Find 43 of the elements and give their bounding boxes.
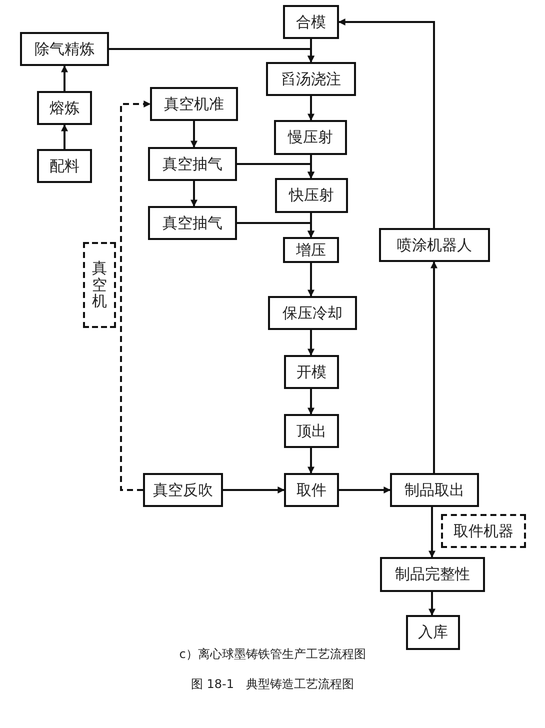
- process-box: 真空机准: [150, 87, 238, 121]
- arrow: [428, 592, 436, 616]
- process-box: 快压射: [275, 178, 348, 213]
- equipment-box: 取件机器: [441, 514, 526, 548]
- process-box: 除气精炼: [20, 32, 109, 66]
- process-box: 配料: [37, 149, 92, 183]
- arrow: [339, 486, 391, 494]
- figure-caption: 图 18-1 典型铸造工艺流程图: [190, 676, 356, 693]
- process-box: 制品完整性: [380, 557, 485, 592]
- arrow: [190, 121, 198, 148]
- arrow: [430, 261, 438, 473]
- subfigure-caption: c）离心球墨铸铁管生产工艺流程图: [178, 646, 367, 663]
- arrow: [308, 330, 314, 356]
- process-box: 取件: [284, 473, 339, 507]
- process-box: 喷涂机器人: [379, 228, 490, 262]
- arrow: [308, 39, 314, 63]
- arrow: [428, 507, 436, 558]
- arrow: [308, 389, 314, 415]
- arrow: [308, 155, 314, 179]
- process-box: 真空反吹: [143, 473, 223, 507]
- process-box: 慢压射: [274, 120, 347, 155]
- process-box: 合模: [283, 5, 339, 39]
- arrow: [308, 263, 314, 297]
- process-box: 入库: [406, 615, 460, 650]
- arrow: [308, 96, 314, 121]
- arrow: [338, 18, 435, 228]
- process-box: 开模: [284, 355, 339, 389]
- arrow: [190, 181, 198, 207]
- arrow: [120, 100, 151, 491]
- process-box: 保压冷却: [268, 296, 357, 330]
- process-box: 顶出: [284, 414, 339, 448]
- process-box: 真空抽气: [148, 147, 237, 181]
- process-box: 增压: [283, 237, 339, 263]
- arrow: [308, 448, 314, 474]
- arrow: [308, 213, 314, 238]
- process-box: 真空抽气: [148, 206, 237, 240]
- process-box: 舀汤浇注: [266, 62, 356, 96]
- process-box: 制品取出: [390, 473, 479, 507]
- arrow: [61, 65, 68, 91]
- arrow: [61, 124, 68, 149]
- arrow: [223, 486, 285, 494]
- equipment-box: 真空机: [83, 242, 116, 328]
- process-box: 熔炼: [37, 91, 92, 125]
